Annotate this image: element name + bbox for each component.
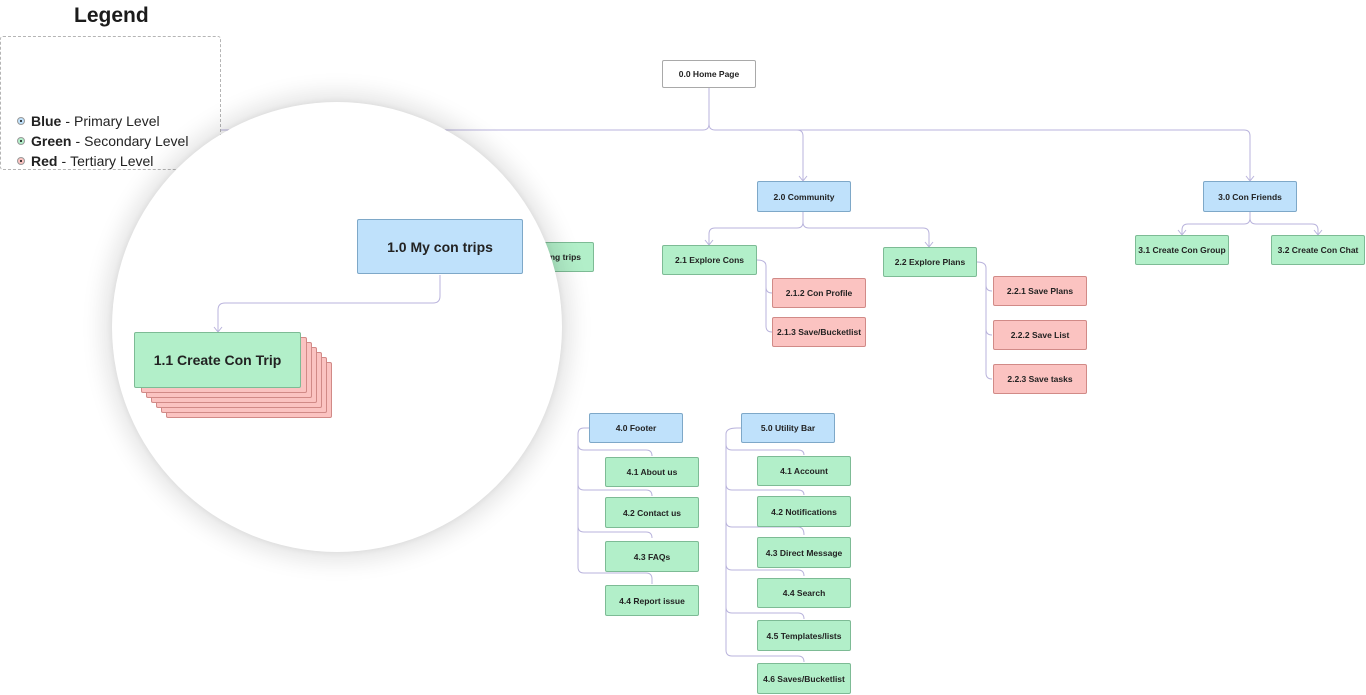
node-saves-bucketlist[interactable]: 4.6 Saves/Bucketlist — [757, 663, 851, 694]
node-contact-us[interactable]: 4.2 Contact us — [605, 497, 699, 528]
node-utility-bar[interactable]: 5.0 Utility Bar — [741, 413, 835, 443]
connector-community-children — [708, 212, 804, 244]
node-direct-message[interactable]: 4.3 Direct Message — [757, 537, 851, 568]
node-explore-cons[interactable]: 2.1 Explore Cons — [662, 245, 757, 275]
legend-item-primary: Blue - Primary Level — [17, 112, 160, 130]
legend-level: Tertiary Level — [70, 153, 154, 169]
connector-to-save-plans — [985, 284, 993, 292]
node-footer[interactable]: 4.0 Footer — [589, 413, 683, 443]
legend-separator: - — [65, 113, 71, 129]
legend-level: Primary Level — [74, 113, 160, 129]
connector-to-templates — [725, 606, 805, 620]
node-faqs[interactable]: 4.3 FAQs — [605, 541, 699, 572]
node-about-us[interactable]: 4.1 About us — [605, 457, 699, 487]
node-create-con-group[interactable]: 3.1 Create Con Group — [1135, 235, 1229, 265]
legend-color-name: Red — [31, 153, 58, 169]
legend-item-tertiary: Red - Tertiary Level — [17, 152, 153, 170]
node-report-issue[interactable]: 4.4 Report issue — [605, 585, 699, 616]
node-create-con-trip-zoomed[interactable]: 1.1 Create Con Trip — [134, 332, 301, 388]
legend-item-secondary: Green - Secondary Level — [17, 132, 188, 150]
node-create-con-chat[interactable]: 3.2 Create Con Chat — [1271, 235, 1365, 265]
node-templates-lists[interactable]: 4.5 Templates/lists — [757, 620, 851, 651]
node-explore-plans[interactable]: 2.2 Explore Plans — [883, 247, 977, 277]
connector-to-community — [796, 129, 804, 180]
magnifier-connector — [213, 275, 441, 333]
node-my-con-trips-zoomed[interactable]: 1.0 My con trips — [357, 219, 523, 274]
connector-to-about-us — [577, 443, 653, 457]
green-dot-icon — [17, 137, 25, 145]
connector-to-account — [725, 443, 805, 456]
legend-level: Secondary Level — [84, 133, 189, 149]
node-con-profile[interactable]: 2.1.2 Con Profile — [772, 278, 866, 308]
legend-color-name: Green — [31, 133, 72, 149]
node-save-plans[interactable]: 2.2.1 Save Plans — [993, 276, 1087, 306]
legend-separator: - — [75, 133, 81, 149]
node-community[interactable]: 2.0 Community — [757, 181, 851, 212]
node-save-bucketlist[interactable]: 2.1.3 Save/Bucketlist — [772, 317, 866, 347]
connector-to-explore-plans — [802, 221, 930, 246]
connector-explore-cons-children — [756, 259, 773, 333]
node-save-list[interactable]: 2.2.2 Save List — [993, 320, 1087, 350]
connector-con-friends-children — [1181, 212, 1251, 234]
connector-home-trunk — [708, 88, 1251, 180]
connector-explore-plans-children — [976, 261, 993, 380]
node-home-page[interactable]: 0.0 Home Page — [662, 60, 756, 88]
node-search[interactable]: 4.4 Search — [757, 578, 851, 608]
blue-dot-icon — [17, 117, 25, 125]
connector-to-save-list — [985, 328, 993, 336]
legend-color-name: Blue — [31, 113, 62, 129]
legend-title: Legend — [74, 4, 149, 27]
node-notifications[interactable]: 4.2 Notifications — [757, 496, 851, 527]
legend-box: Blue - Primary Level Green - Secondary L… — [0, 36, 221, 170]
legend-separator: - — [61, 153, 67, 169]
node-save-tasks[interactable]: 2.2.3 Save tasks — [993, 364, 1087, 394]
red-dot-icon — [17, 157, 25, 165]
node-con-friends[interactable]: 3.0 Con Friends — [1203, 181, 1297, 212]
connector-to-con-chat — [1249, 217, 1319, 234]
node-account[interactable]: 4.1 Account — [757, 456, 851, 486]
magnifier-lens: 1.0 My con trips 1.1 Create Con Trip — [112, 102, 562, 552]
